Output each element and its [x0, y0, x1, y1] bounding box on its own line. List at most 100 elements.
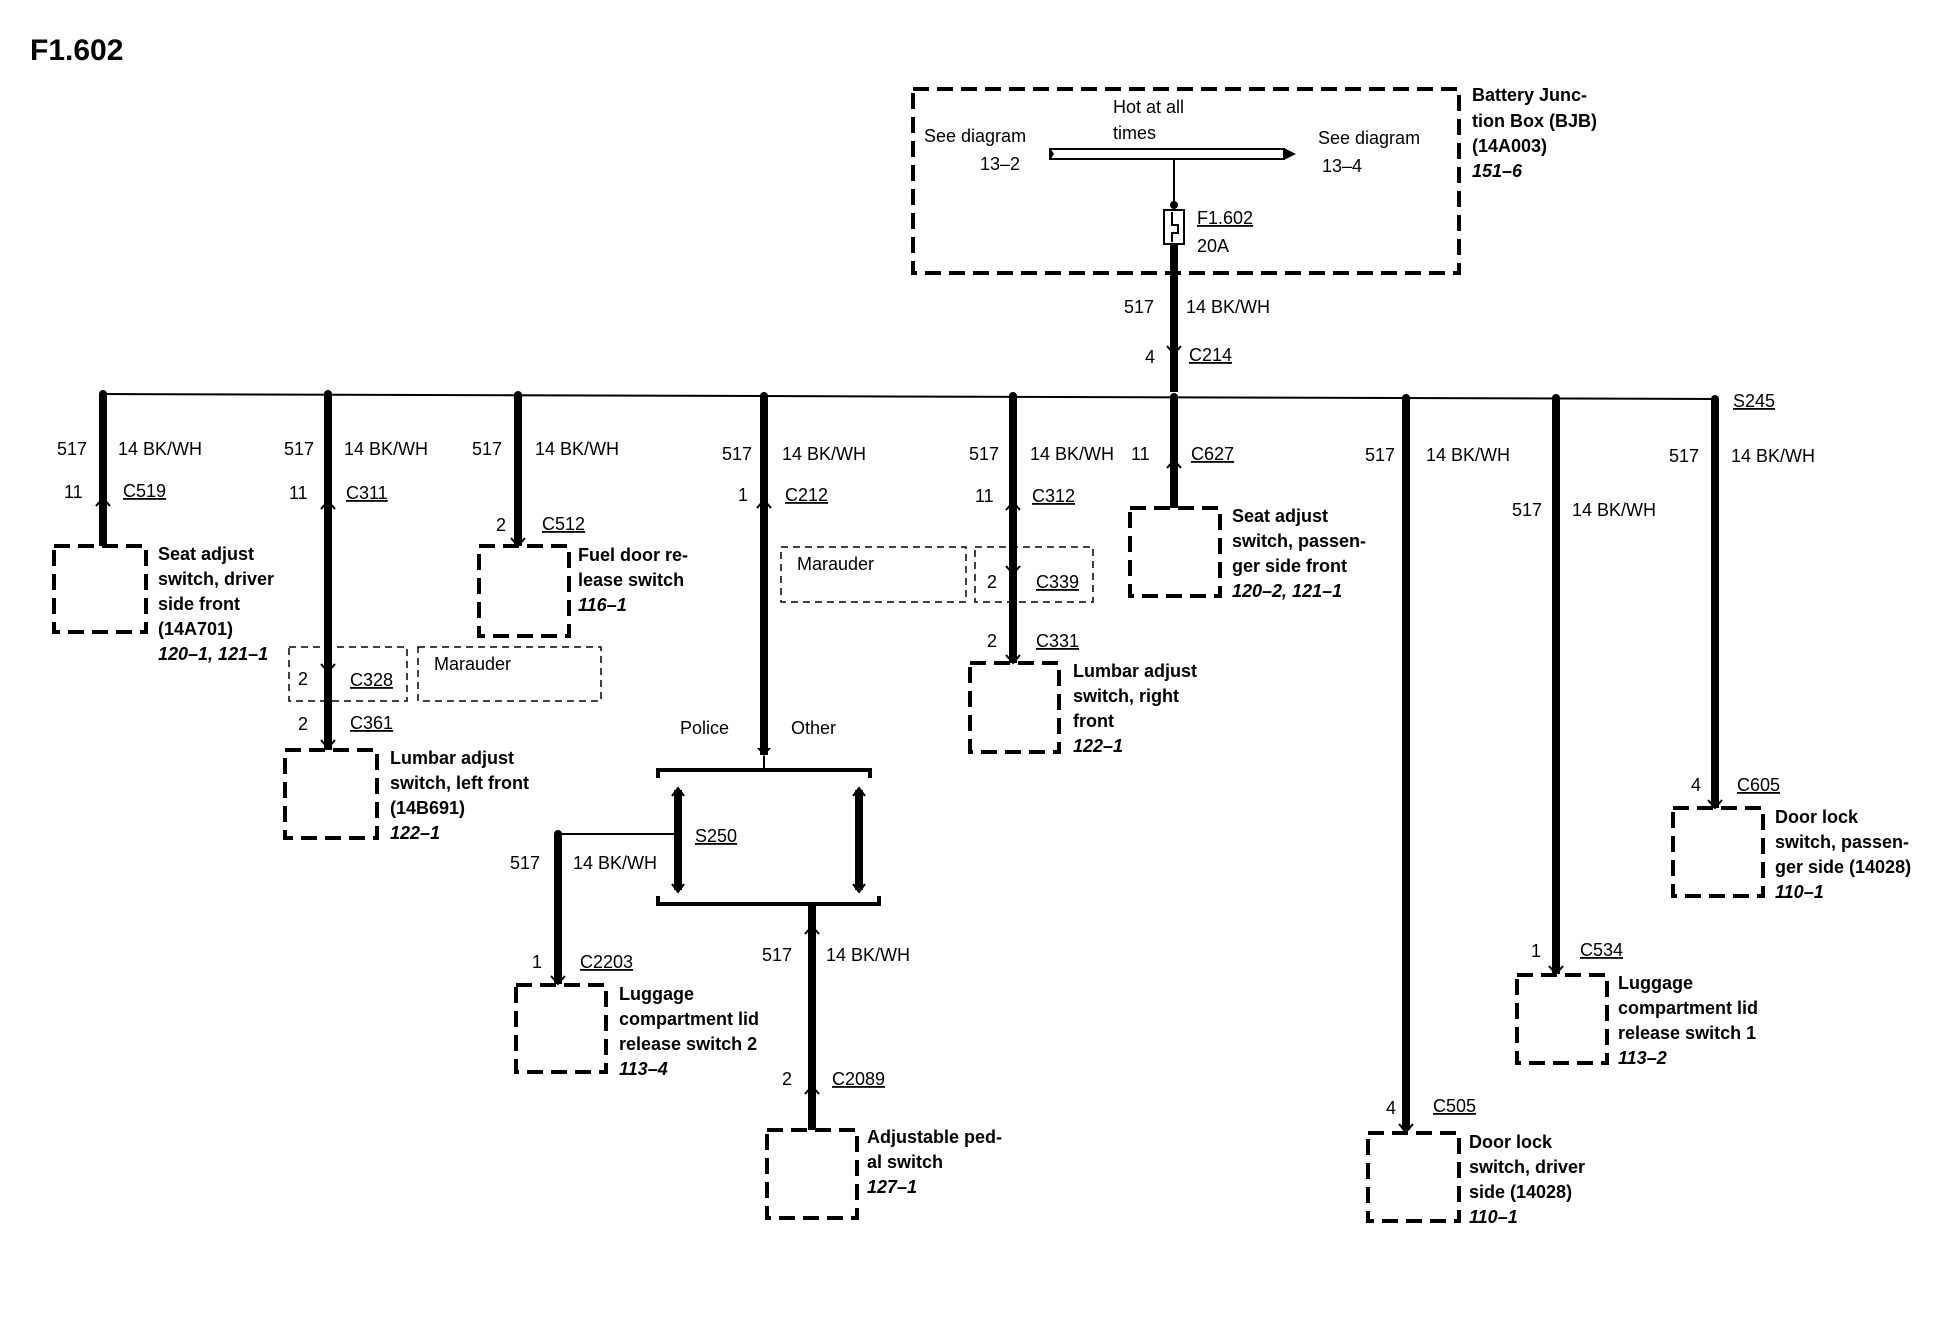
- c361-connector-symbol: [320, 739, 336, 750]
- c328-option-box: [288, 646, 408, 702]
- diagram-title: F1.602: [30, 34, 123, 67]
- branch2-circuit: 517: [284, 439, 314, 459]
- branch5-pin2: 2: [987, 631, 997, 651]
- branch1-circuit: 517: [57, 439, 87, 459]
- seat-adjust-passenger-box: [1128, 506, 1222, 598]
- seat-adjust-passenger-ref: 120–2, 121–1: [1232, 581, 1342, 601]
- fuse-label: F1.602: [1197, 208, 1253, 228]
- pedal-label: Adjustable ped- al switch: [867, 1127, 1007, 1172]
- door-lock-passenger-label: Door lock switch, passen- ger side (1402…: [1775, 807, 1914, 877]
- branch3-wire-label: 14 BK/WH: [535, 439, 619, 459]
- branch2-inline-pin: 2: [298, 669, 308, 689]
- luggage2-wire-label: 14 BK/WH: [573, 853, 657, 873]
- luggage2-connector-symbol: [550, 975, 566, 986]
- c328-connector-symbol: [320, 663, 336, 674]
- branch5-connector-symbol: [1005, 500, 1021, 511]
- seat-adjust-driver-box: [52, 544, 148, 634]
- branch4-arrow: [757, 748, 771, 756]
- branch5-inline-connector: C339: [1036, 572, 1079, 592]
- bjb-ref: 151–6: [1472, 161, 1523, 181]
- branch7-wire-label: 14 BK/WH: [1426, 445, 1510, 465]
- c331-connector-symbol: [1005, 654, 1021, 665]
- lumbar-left-ref: 122–1: [390, 823, 440, 843]
- door-lock-driver-ref: 110–1: [1469, 1207, 1518, 1227]
- feed-connector-symbol: [1166, 345, 1182, 356]
- feed-connector: C214: [1189, 345, 1232, 365]
- branch2-inline-connector: C328: [350, 670, 393, 690]
- door-lock-driver-box: [1366, 1131, 1461, 1223]
- branch2-connector-symbol: [320, 499, 336, 510]
- branch4-connector-symbol: [756, 498, 772, 509]
- branch6-connector: C627: [1191, 444, 1234, 464]
- branch4-pin: 1: [738, 485, 748, 505]
- branch4-connector: C212: [785, 485, 828, 505]
- c339-option-box: [974, 546, 1094, 603]
- pedal-connector-symbol: [804, 1084, 820, 1095]
- branch6-connector-symbol: [1166, 458, 1182, 469]
- branch4-circuit: 517: [722, 444, 752, 464]
- branch9-circuit: 517: [1669, 446, 1699, 466]
- pedal-top-symbol: [804, 924, 820, 935]
- branch7-pin: 4: [1386, 1098, 1396, 1118]
- marauder-option-box-left: [417, 646, 602, 702]
- branch9-connector: C605: [1737, 775, 1780, 795]
- police-path-top-symbol: [671, 786, 685, 797]
- pedal-circuit: 517: [762, 945, 792, 965]
- other-path-top-symbol: [852, 786, 866, 797]
- fuse-node: [1170, 201, 1178, 209]
- branch5-wire-label: 14 BK/WH: [1030, 444, 1114, 464]
- splice-s250: S250: [695, 826, 737, 846]
- c339-connector-symbol: [1005, 565, 1021, 576]
- luggage1-ref: 113–2: [1618, 1048, 1667, 1068]
- door-lock-driver-label: Door lock switch, driver side (14028): [1469, 1132, 1590, 1202]
- fuel-door-ref: 116–1: [578, 595, 627, 615]
- pedal-connector: C2089: [832, 1069, 885, 1089]
- feed-wire-label: 14 BK/WH: [1186, 297, 1270, 317]
- marauder-label-center: Marauder: [797, 554, 874, 574]
- branch5-circuit: 517: [969, 444, 999, 464]
- branch5-connector: C312: [1032, 486, 1075, 506]
- bjb-box: [911, 87, 1461, 275]
- luggage2-circuit: 517: [510, 853, 540, 873]
- branch4-wire-label: 14 BK/WH: [782, 444, 866, 464]
- marauder-label-left: Marauder: [434, 654, 511, 674]
- branch7-connector: C505: [1433, 1096, 1476, 1116]
- branch1-pin: 11: [64, 482, 83, 502]
- other-path-bottom-symbol: [852, 883, 866, 894]
- branch5-inline-pin: 2: [987, 572, 997, 592]
- luggage2-label: Luggage compartment lid release switch 2: [619, 984, 764, 1054]
- branch2-wire-label: 14 BK/WH: [344, 439, 428, 459]
- pedal-ref: 127–1: [867, 1177, 917, 1197]
- splice-s245: S245: [1733, 391, 1775, 411]
- branch2-connector: C311: [346, 483, 388, 503]
- pedal-pin: 2: [782, 1069, 792, 1089]
- other-label: Other: [791, 718, 836, 738]
- bjb-see-left: See diagram 13–2: [924, 126, 1031, 174]
- seat-adjust-passenger-label: Seat adjust switch, passen- ger side fro…: [1232, 506, 1371, 576]
- door-lock-passenger-ref: 110–1: [1775, 882, 1824, 902]
- branch5-connector2: C331: [1036, 631, 1079, 651]
- fuel-door-box: [477, 544, 571, 638]
- bjb-hot-label: Hot at all times: [1113, 97, 1189, 143]
- branch7-circuit: 517: [1365, 445, 1395, 465]
- feed-pin: 4: [1145, 347, 1155, 367]
- lumbar-right-ref: 122–1: [1073, 736, 1123, 756]
- seat-adjust-driver-label: Seat adjust switch, driver side front (1…: [158, 544, 279, 639]
- bjb-see-right: See diagram 13–4: [1318, 128, 1425, 176]
- option-bracket-bottom: [656, 896, 881, 906]
- bjb-busbar: [1049, 148, 1285, 160]
- door-lock-passenger-box: [1671, 806, 1765, 898]
- branch3-connector: C512: [542, 514, 585, 534]
- branch6-pin: 11: [1131, 444, 1150, 464]
- seat-adjust-driver-ref: 120–1, 121–1: [158, 644, 268, 664]
- branch8-connector: C534: [1580, 940, 1623, 960]
- branch8-pin: 1: [1531, 941, 1541, 961]
- branch3-circuit: 517: [472, 439, 502, 459]
- luggage1-label: Luggage compartment lid release switch 1: [1618, 973, 1763, 1043]
- luggage1-box: [1515, 973, 1609, 1065]
- branch9-wire-label: 14 BK/WH: [1731, 446, 1815, 466]
- option-bracket-top: [656, 768, 872, 778]
- branch8-circuit: 517: [1512, 500, 1542, 520]
- branch2-connector2: C361: [350, 713, 393, 733]
